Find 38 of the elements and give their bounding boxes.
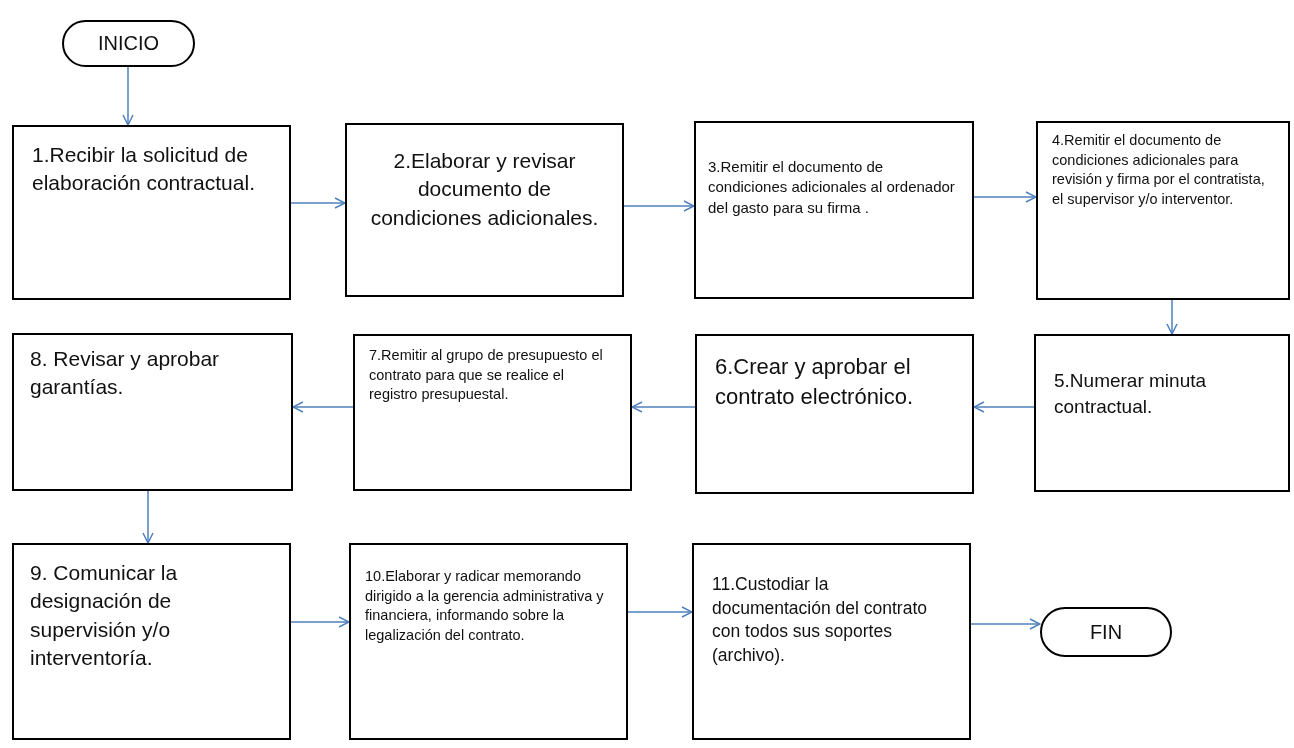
terminal-label: INICIO	[97, 31, 160, 56]
step-text: 1.Recibir la solicitud de elaboración contractual.	[32, 142, 256, 197]
arrow	[623, 200, 695, 212]
process-box	[12, 125, 291, 300]
step-text: 9. Comunicar la designación de supervisión y/o interventoría.	[30, 560, 179, 672]
step-text: 3.Remitir el documento de condiciones adicionales al ordenador del gasto para su firma .	[708, 157, 956, 218]
process-box	[345, 123, 624, 297]
terminal-shape	[62, 20, 195, 67]
process-box	[695, 334, 974, 494]
step-text: 4.Remitir el documento de condiciones adicionales para revisión y firma por el contratista, el supervisor y/o interventor.	[1052, 131, 1266, 209]
arrow	[970, 618, 1041, 630]
terminal-shape	[1040, 607, 1172, 657]
arrow	[973, 401, 1035, 413]
arrow	[142, 490, 154, 544]
step-text: 7.Remitir al grupo de presupuesto el contrato para que se realice el registro presupuestal.	[369, 346, 604, 405]
process-box	[12, 543, 291, 740]
arrow	[631, 401, 696, 413]
process-box	[12, 333, 293, 491]
process-box	[694, 121, 974, 299]
arrow	[627, 606, 693, 618]
terminal-label: FIN	[1089, 619, 1123, 645]
arrow	[292, 401, 354, 413]
step-text: 2.Elaborar y revisar documento de condiciones adicionales.	[369, 148, 600, 231]
arrow	[1166, 299, 1178, 335]
arrow	[290, 197, 346, 209]
arrow	[973, 191, 1037, 203]
arrow	[122, 66, 134, 126]
process-box	[1036, 121, 1290, 300]
process-box	[353, 334, 632, 491]
process-box	[1034, 334, 1290, 492]
process-box	[349, 543, 628, 740]
step-text: 8. Revisar y aprobar garantías.	[30, 346, 221, 401]
step-text: 11.Custodiar la documentación del contrato con todos sus soportes (archivo).	[712, 573, 928, 667]
step-text: 10.Elaborar y radicar memorando dirigido a la gerencia administrativa y financiera, informando sobre la legalización del contrato.	[365, 567, 605, 645]
step-text: 5.Numerar minuta contractual.	[1054, 369, 1208, 419]
arrow	[290, 616, 350, 628]
process-box	[692, 543, 971, 740]
step-text: 6.Crear y aprobar el contrato electrónico.	[715, 353, 915, 411]
